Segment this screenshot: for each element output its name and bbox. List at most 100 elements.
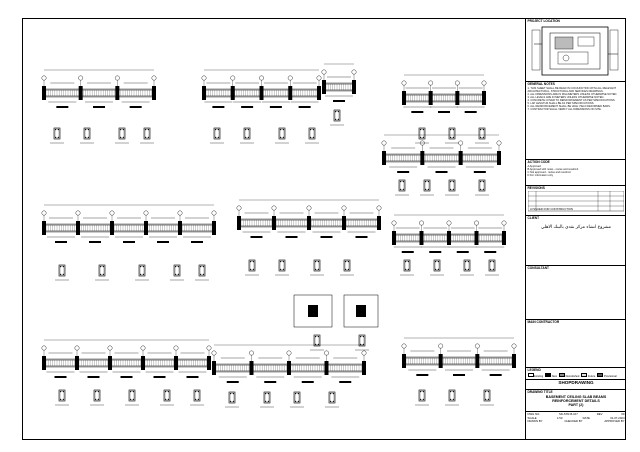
section-rebar (62, 266, 64, 268)
grid-bubble (201, 75, 207, 81)
beam-section (418, 389, 426, 402)
section-rebar (405, 268, 407, 270)
project-name-arabic: مشروع انشاء مركز نقدي بالبنك الاهلي (540, 224, 612, 230)
column-support (78, 86, 83, 100)
section-rebar (400, 188, 402, 190)
section-rebar (482, 188, 484, 190)
grid-bubble (287, 75, 293, 81)
section-rebar (420, 136, 422, 138)
section-rebar (452, 129, 454, 131)
section-rebar (450, 181, 452, 183)
section-rebar (280, 129, 282, 131)
section-rebar (420, 391, 422, 393)
section-rebar (315, 268, 317, 270)
section-stirrup (194, 390, 200, 401)
section-title-bar (473, 171, 486, 173)
column-support (307, 216, 311, 230)
section-rebar (60, 266, 62, 268)
section-title-bar (241, 106, 254, 108)
beam-section (433, 259, 441, 272)
beam-section (53, 127, 61, 140)
section-rebar (165, 398, 167, 400)
section-rebar (217, 136, 219, 138)
action-code-item: B Approved with notes - revise and resub… (527, 167, 579, 171)
section-rebar (332, 400, 334, 402)
section-stirrup (419, 390, 425, 401)
section-rebar (282, 129, 284, 131)
beam-section (463, 259, 471, 272)
section-rebar (422, 129, 424, 131)
section-rebar (317, 343, 319, 345)
beam-section (313, 334, 321, 347)
section-rebar (492, 261, 494, 263)
column-detail (343, 294, 379, 328)
section-rebar (452, 181, 454, 183)
section-rebar (450, 129, 452, 131)
beam-section (293, 391, 301, 404)
section-rebar (490, 261, 492, 263)
section-rebar (167, 398, 169, 400)
drawing-title-line: PART (2) (568, 402, 584, 407)
section-rebar (362, 343, 364, 345)
section-rebar (177, 266, 179, 268)
beam-section (333, 109, 341, 122)
column-support (482, 91, 486, 105)
section-title-bar (429, 251, 442, 253)
section-rebar (62, 391, 64, 393)
section-rebar (402, 188, 404, 190)
section-rebar (465, 268, 467, 270)
section-title-bar (416, 374, 429, 376)
beam-section (313, 259, 321, 272)
section-title-bar (157, 241, 169, 243)
grid-bubble (419, 220, 424, 226)
column-support (342, 216, 346, 230)
section-rebar (425, 181, 427, 183)
column-support (152, 86, 156, 100)
column-support (497, 151, 501, 165)
section-rebar (490, 268, 492, 270)
section-rebar (330, 400, 332, 402)
section-rebar (487, 398, 489, 400)
section-rebar (57, 129, 60, 131)
grid-bubble (511, 343, 517, 349)
section-rebar (62, 398, 64, 400)
general-note: 4. CONCRETE COVER TO REINFORCEMENT AS PE… (527, 98, 616, 102)
column-support (419, 231, 424, 245)
section-rebar (195, 398, 197, 400)
section-title-bar (129, 106, 142, 108)
beam-section (198, 264, 206, 277)
section-rebar (312, 136, 314, 138)
beam-section (448, 389, 456, 402)
section-rebar (362, 336, 364, 338)
action-code-item: A Approved (527, 164, 541, 168)
beam-section (243, 127, 251, 140)
section-rebar (97, 398, 99, 400)
section-rebar (55, 129, 57, 131)
section-rebar (247, 129, 249, 131)
section-stirrup (309, 128, 315, 139)
section-rebar (202, 273, 204, 275)
grid-bubble (249, 350, 254, 356)
grid-bubble (230, 75, 236, 81)
column-detail (293, 294, 333, 328)
section-title-bar (269, 106, 282, 108)
legend-label: LEGEND (527, 368, 541, 372)
section-rebar (232, 393, 234, 395)
section-rebar (330, 393, 332, 395)
grid-bubble (306, 205, 312, 211)
beam-section (163, 389, 171, 402)
grid-bubble (41, 210, 47, 216)
title-block: PROJECT LOCATION GENERAL NOTES 1. THIS S… (525, 19, 626, 439)
dwg-no: SD-STR-B-107 (558, 412, 578, 416)
section-rebar (452, 391, 454, 393)
section-rebar (435, 261, 437, 263)
section-title-bar (355, 236, 368, 238)
section-title-bar (123, 241, 135, 243)
section-rebar (452, 136, 454, 138)
beam-section (423, 179, 431, 192)
section-rebar (450, 398, 452, 400)
section-rebar (315, 336, 317, 338)
column-support (202, 86, 206, 100)
column-support (512, 354, 516, 368)
